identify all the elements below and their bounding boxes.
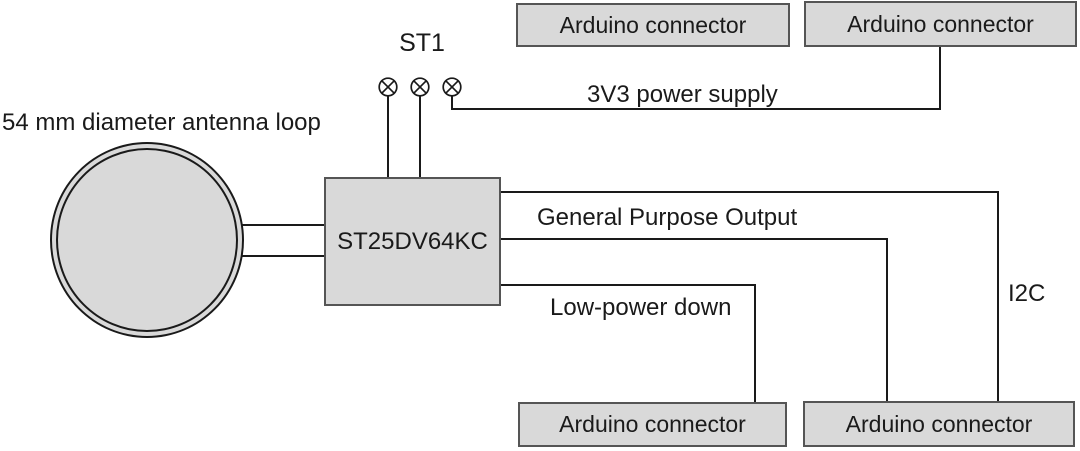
wire-3v3-vertical: [939, 46, 941, 110]
arduino-connector-bottom-right: Arduino connector: [803, 401, 1075, 447]
i2c-label: I2C: [1008, 280, 1046, 307]
arduino-connector-label: Arduino connector: [847, 10, 1034, 37]
arduino-connector-bottom-left: Arduino connector: [518, 402, 787, 447]
arduino-connector-top-left: Arduino connector: [516, 3, 790, 47]
arduino-connector-label: Arduino connector: [559, 11, 747, 38]
antenna-loop: [50, 142, 244, 338]
wire-st1-terminal-2: [419, 96, 421, 178]
wire-3v3-stub: [451, 96, 453, 110]
power-supply-label: 3V3 power supply: [587, 81, 778, 108]
st1-terminal-icon: [442, 77, 462, 97]
arduino-connector-label: Arduino connector: [845, 410, 1033, 437]
st25dv64kc-chip: ST25DV64KC: [324, 177, 501, 306]
wire-antenna-top: [240, 224, 326, 226]
wire-gpo-horizontal: [500, 238, 888, 240]
general-purpose-output-label: General Purpose Output: [537, 204, 798, 231]
arduino-connector-top-right: Arduino connector: [804, 1, 1077, 47]
wire-i2c-vertical: [997, 191, 999, 402]
low-power-down-label: Low-power down: [550, 294, 732, 321]
antenna-loop-label: 54 mm diameter antenna loop: [2, 109, 321, 136]
wire-antenna-bottom: [240, 255, 326, 257]
antenna-loop-inner-ring: [56, 148, 238, 332]
wire-st1-terminal-1: [387, 96, 389, 178]
wire-lpd-horizontal: [500, 284, 756, 286]
st1-terminal-icon: [410, 77, 430, 97]
arduino-connector-label: Arduino connector: [559, 411, 746, 437]
wire-i2c-horizontal: [500, 191, 999, 193]
wire-gpo-vertical: [886, 238, 888, 402]
st1-label: ST1: [399, 29, 445, 57]
st1-terminal-icon: [378, 77, 398, 97]
chip-label: ST25DV64KC: [337, 227, 488, 255]
wire-3v3-horizontal: [451, 108, 941, 110]
wire-lpd-vertical: [754, 284, 756, 403]
